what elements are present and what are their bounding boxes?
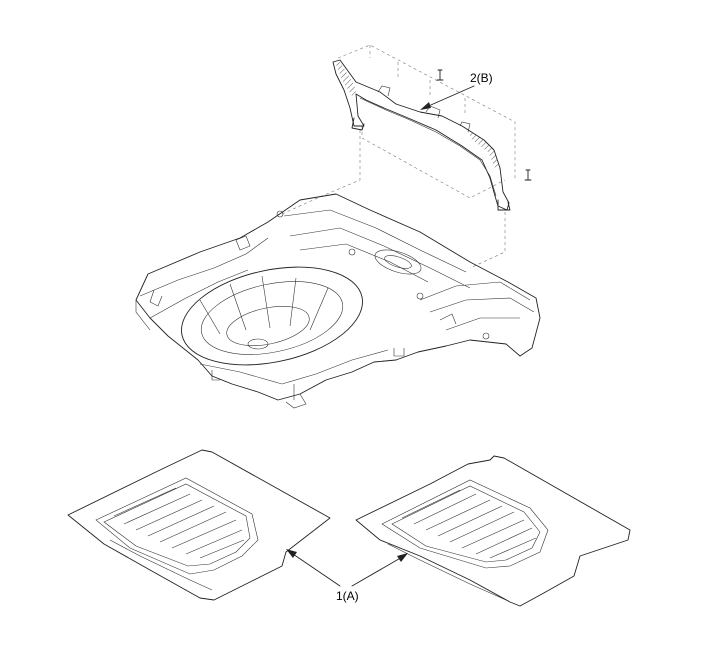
- luggage-mat-left: [67, 449, 331, 601]
- trim-partition-panel: [332, 44, 516, 211]
- luggage-mat-right: [355, 455, 631, 607]
- clip-fastener-lower: [524, 169, 532, 181]
- rear-floor-pan-assembly: [135, 193, 541, 409]
- callout-label-1a: 1(A): [336, 589, 359, 603]
- callout-label-2b: 2(B): [470, 71, 493, 85]
- clip-fastener-upper: [436, 69, 444, 81]
- callout-trim-partition: 2(B): [420, 71, 493, 110]
- callout-luggage-mat: 1(A): [286, 549, 408, 603]
